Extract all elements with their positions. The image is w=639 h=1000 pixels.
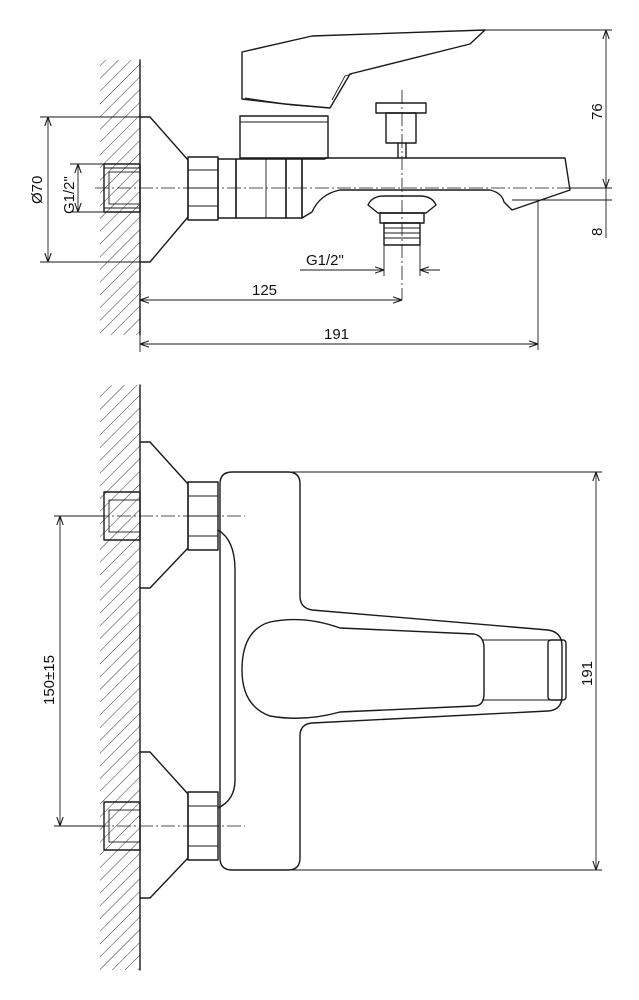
dim-191-top-label: 191 [324,326,349,343]
dimension-76: 76 [485,29,612,189]
thread-outlet-label: G1/2" [306,252,344,269]
body-inner-bar [217,529,236,809]
dim-8-label: 8 [589,228,606,236]
dimension-thread-outlet: G1/2" [300,245,440,276]
dimension-150: 150±15 [41,515,104,827]
wall-hatch-bottom [100,384,141,971]
dimension-8: 8 [512,188,612,238]
dim-76-label: 76 [589,103,606,120]
dia70-label: Ø70 [29,176,46,204]
side-elevation-view: Ø70 G1/2" 76 8 G1/2" [29,29,612,352]
plan-view: 150±15 191 [41,384,602,971]
lever-handle-plan [241,618,485,719]
wall-hatch-top [100,59,141,336]
faucet-body-plan [219,471,563,871]
dimension-thread-wall: G1/2" [61,163,104,214]
faucet-body-top [301,157,571,219]
cartridge-housing-top [239,115,329,159]
dim-191-bottom-label: 191 [579,661,596,686]
lever-handle-top [241,29,486,109]
thread-wall-label: G1/2" [61,176,78,214]
dimension-dia70: Ø70 [29,116,150,263]
dim-125-label: 125 [252,282,277,299]
diverter-knob-top [375,102,427,159]
connector-top [217,158,303,219]
spout-end-plan [547,639,567,701]
dim-150-label: 150±15 [41,655,58,705]
flange-top [139,116,189,263]
dimension-191-bottom: 191 [290,471,602,871]
hex-nut-top [187,156,219,221]
dimension-125: 125 [139,282,402,352]
dimension-191-top: 191 [140,200,539,350]
